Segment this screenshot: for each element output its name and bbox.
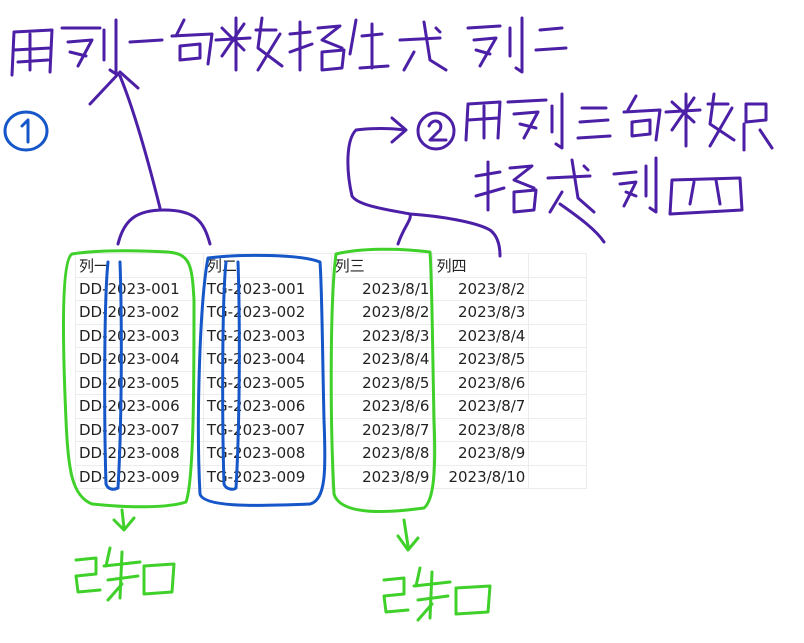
table-cell[interactable]: 2023/8/9	[330, 464, 434, 489]
table-cell[interactable]: 2023/8/3	[432, 300, 530, 325]
note-1-arrow	[88, 70, 212, 246]
table-cell[interactable]: 2023/8/8	[432, 417, 530, 442]
table-cell[interactable]: 2023/8/3	[330, 323, 434, 348]
empty-cell[interactable]	[528, 253, 587, 278]
empty-cell[interactable]	[528, 300, 587, 325]
empty-cell[interactable]	[528, 464, 587, 489]
empty-cell[interactable]	[528, 394, 587, 419]
table-cell[interactable]: TG-2023-009	[202, 464, 332, 489]
table-cell[interactable]: DD-2023-005	[75, 370, 204, 395]
table-cell[interactable]: 2023/8/2	[432, 276, 530, 301]
table-cell[interactable]: 2023/8/4	[330, 347, 434, 372]
table-cell[interactable]: TG-2023-005	[202, 370, 332, 395]
table-cell[interactable]: DD-2023-004	[75, 347, 204, 372]
table-cell[interactable]: DD-2023-007	[75, 417, 204, 442]
table-cell[interactable]: TG-2023-006	[202, 394, 332, 419]
table-cell[interactable]: DD-2023-003	[75, 323, 204, 348]
table-cell[interactable]: DD-2023-009	[75, 464, 204, 489]
known-label-1	[74, 546, 176, 602]
table-cell[interactable]: DD-2023-008	[75, 441, 204, 466]
table-cell[interactable]: DD-2023-001	[75, 276, 204, 301]
header-cell-col4[interactable]: 列四	[432, 253, 530, 278]
empty-cell[interactable]	[528, 417, 587, 442]
table-cell[interactable]: 2023/8/5	[432, 347, 530, 372]
empty-cell[interactable]	[528, 323, 587, 348]
header-row: 列一 列二 列三 列四	[75, 253, 587, 278]
note-1-marker	[3, 110, 49, 152]
table-cell[interactable]: TG-2023-004	[202, 347, 332, 372]
known-label-2	[382, 566, 492, 622]
table-cell[interactable]: 2023/8/2	[330, 300, 434, 325]
table-cell[interactable]: TG-2023-001	[202, 276, 332, 301]
table-cell[interactable]: TG-2023-002	[202, 300, 332, 325]
table-cell[interactable]: 2023/8/7	[330, 417, 434, 442]
table-cell[interactable]: 2023/8/1	[330, 276, 434, 301]
table-cell[interactable]: DD-2023-006	[75, 394, 204, 419]
table-cell[interactable]: TG-2023-003	[202, 323, 332, 348]
table-cell[interactable]: 2023/8/8	[330, 441, 434, 466]
table-cell[interactable]: 2023/8/9	[432, 441, 530, 466]
header-cell-col2[interactable]: 列二	[202, 253, 332, 278]
table-cell[interactable]: DD-2023-002	[75, 300, 204, 325]
table-cell[interactable]: 2023/8/6	[330, 394, 434, 419]
empty-cell[interactable]	[528, 370, 587, 395]
empty-cell[interactable]	[528, 441, 587, 466]
empty-cell[interactable]	[528, 347, 587, 372]
table-cell[interactable]: 2023/8/5	[330, 370, 434, 395]
table-cell[interactable]: 2023/8/7	[432, 394, 530, 419]
header-cell-col1[interactable]: 列一	[75, 253, 204, 278]
note-1-handwriting	[10, 16, 568, 77]
table-cell[interactable]: TG-2023-008	[202, 441, 332, 466]
table-cell[interactable]: 2023/8/6	[432, 370, 530, 395]
table-cell[interactable]: 2023/8/10	[432, 464, 530, 489]
note-2-handwriting	[416, 92, 774, 216]
header-cell-col3[interactable]: 列三	[330, 253, 434, 278]
empty-cell[interactable]	[528, 276, 587, 301]
table-cell[interactable]: TG-2023-007	[202, 417, 332, 442]
table-cell[interactable]: 2023/8/4	[432, 323, 530, 348]
note-2-arrow	[346, 116, 606, 258]
